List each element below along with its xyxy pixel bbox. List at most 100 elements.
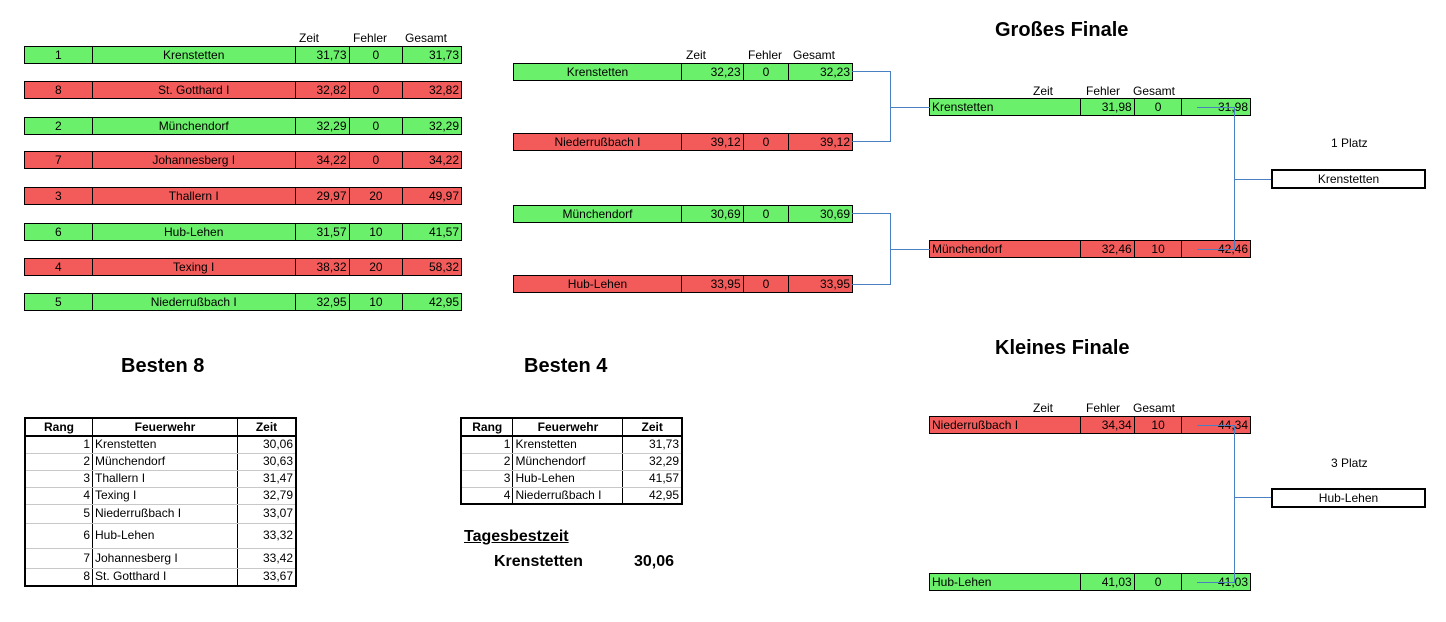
- feuerwehr-cell: Münchendorf: [92, 453, 238, 471]
- kf-header-fehler: Fehler: [1085, 401, 1120, 415]
- rang-cell: 4: [460, 487, 514, 505]
- tagesbestzeit-label: Tagesbestzeit: [464, 528, 569, 545]
- gesamt-cell: 42,95: [428, 295, 459, 309]
- team-name-cell: Hub-Lehen: [930, 574, 1082, 590]
- team-name-cell: Münchendorf: [514, 206, 682, 222]
- gesamt-cell: 34,22: [428, 153, 459, 167]
- gesamt-cell: 33,95: [819, 277, 850, 291]
- connector-line: [1234, 179, 1271, 180]
- zeit-cell: 32,95: [296, 294, 350, 310]
- zeit-cell: 42,95: [622, 487, 683, 505]
- team-name-cell: Johannesberg I: [93, 152, 296, 168]
- r1-header-zeit: Zeit: [298, 31, 319, 45]
- gesamt-cell: 32,29: [428, 119, 459, 133]
- column-header: Zeit: [237, 417, 297, 437]
- zeit-cell: 31,57: [296, 224, 350, 240]
- feuerwehr-cell: Krenstetten: [92, 436, 238, 454]
- tagesbestzeit-time: 30,06: [634, 553, 675, 570]
- fehler-cell: 0: [744, 64, 790, 80]
- rang-cell: 5: [24, 504, 93, 524]
- connector-line: [1234, 425, 1235, 583]
- feuerwehr-cell: Krenstetten: [512, 436, 624, 454]
- seed-cell: 6: [25, 224, 93, 240]
- feuerwehr-cell: Texing I: [92, 487, 238, 505]
- r1-header-gesamt: Gesamt: [404, 31, 447, 45]
- fehler-cell: 0: [350, 118, 404, 134]
- zeit-cell: 31,73: [296, 47, 350, 63]
- connector-line: [1197, 582, 1235, 583]
- connector-line: [1234, 107, 1235, 250]
- fehler-cell: 0: [1135, 574, 1183, 590]
- fehler-cell: 0: [1135, 99, 1183, 115]
- fehler-cell: 0: [350, 47, 404, 63]
- zeit-cell: 33,32: [237, 523, 297, 549]
- seed-cell: 2: [25, 118, 93, 134]
- zeit-cell: 32,29: [296, 118, 350, 134]
- team-name-cell: Niederrußbach I: [930, 417, 1082, 433]
- gesamt-cell: 31,73: [428, 48, 459, 62]
- seed-cell: 8: [25, 82, 93, 98]
- gesamt-cell: 39,12: [819, 135, 850, 149]
- kleines-finale-title: Kleines Finale: [995, 337, 1130, 359]
- connector-line: [852, 71, 891, 72]
- feuerwehr-cell: Hub-Lehen: [512, 470, 624, 488]
- zeit-cell: 30,69: [682, 206, 744, 222]
- column-header: Zeit: [622, 417, 683, 437]
- zeit-cell: 32,82: [296, 82, 350, 98]
- r2-header-zeit: Zeit: [685, 48, 706, 62]
- besten4-title: Besten 4: [524, 355, 608, 377]
- team-name-cell: Hub-Lehen: [514, 276, 682, 292]
- rang-cell: 8: [24, 568, 93, 587]
- gf-header-gesamt: Gesamt: [1132, 84, 1175, 98]
- team-name-cell: Texing I: [93, 259, 296, 275]
- connector-line: [852, 213, 891, 214]
- feuerwehr-cell: Niederrußbach I: [512, 487, 624, 505]
- feuerwehr-cell: Hub-Lehen: [92, 523, 238, 549]
- fehler-cell: 0: [350, 82, 404, 98]
- rang-cell: 3: [460, 470, 514, 488]
- zeit-cell: 41,57: [622, 470, 683, 488]
- zeit-cell: 34,22: [296, 152, 350, 168]
- zeit-cell: 31,73: [622, 436, 683, 454]
- seed-cell: 4: [25, 259, 93, 275]
- team-name-cell: Niederrußbach I: [93, 294, 296, 310]
- connector-line: [1197, 425, 1235, 426]
- fehler-cell: 20: [350, 259, 404, 275]
- connector-line: [852, 284, 891, 285]
- zeit-cell: 41,03: [1081, 574, 1135, 590]
- zeit-cell: 39,12: [682, 134, 744, 150]
- r2-header-fehler: Fehler: [747, 48, 782, 62]
- gesamt-cell: 32,82: [428, 83, 459, 97]
- zeit-cell: 33,67: [237, 568, 297, 587]
- team-name-cell: Hub-Lehen: [93, 224, 296, 240]
- first-place-winner: Krenstetten: [1271, 169, 1426, 189]
- fehler-cell: 0: [744, 276, 790, 292]
- fehler-cell: 10: [1135, 417, 1183, 433]
- gesamt-cell: 58,32: [428, 260, 459, 274]
- r2-header-gesamt: Gesamt: [792, 48, 835, 62]
- fehler-cell: 20: [350, 188, 404, 204]
- rang-cell: 1: [24, 436, 93, 454]
- fehler-cell: 10: [350, 224, 404, 240]
- zeit-cell: 32,29: [622, 453, 683, 471]
- team-name-cell: Krenstetten: [93, 47, 296, 63]
- connector-line: [1197, 249, 1235, 250]
- third-place-label: 3 Platz: [1331, 456, 1368, 470]
